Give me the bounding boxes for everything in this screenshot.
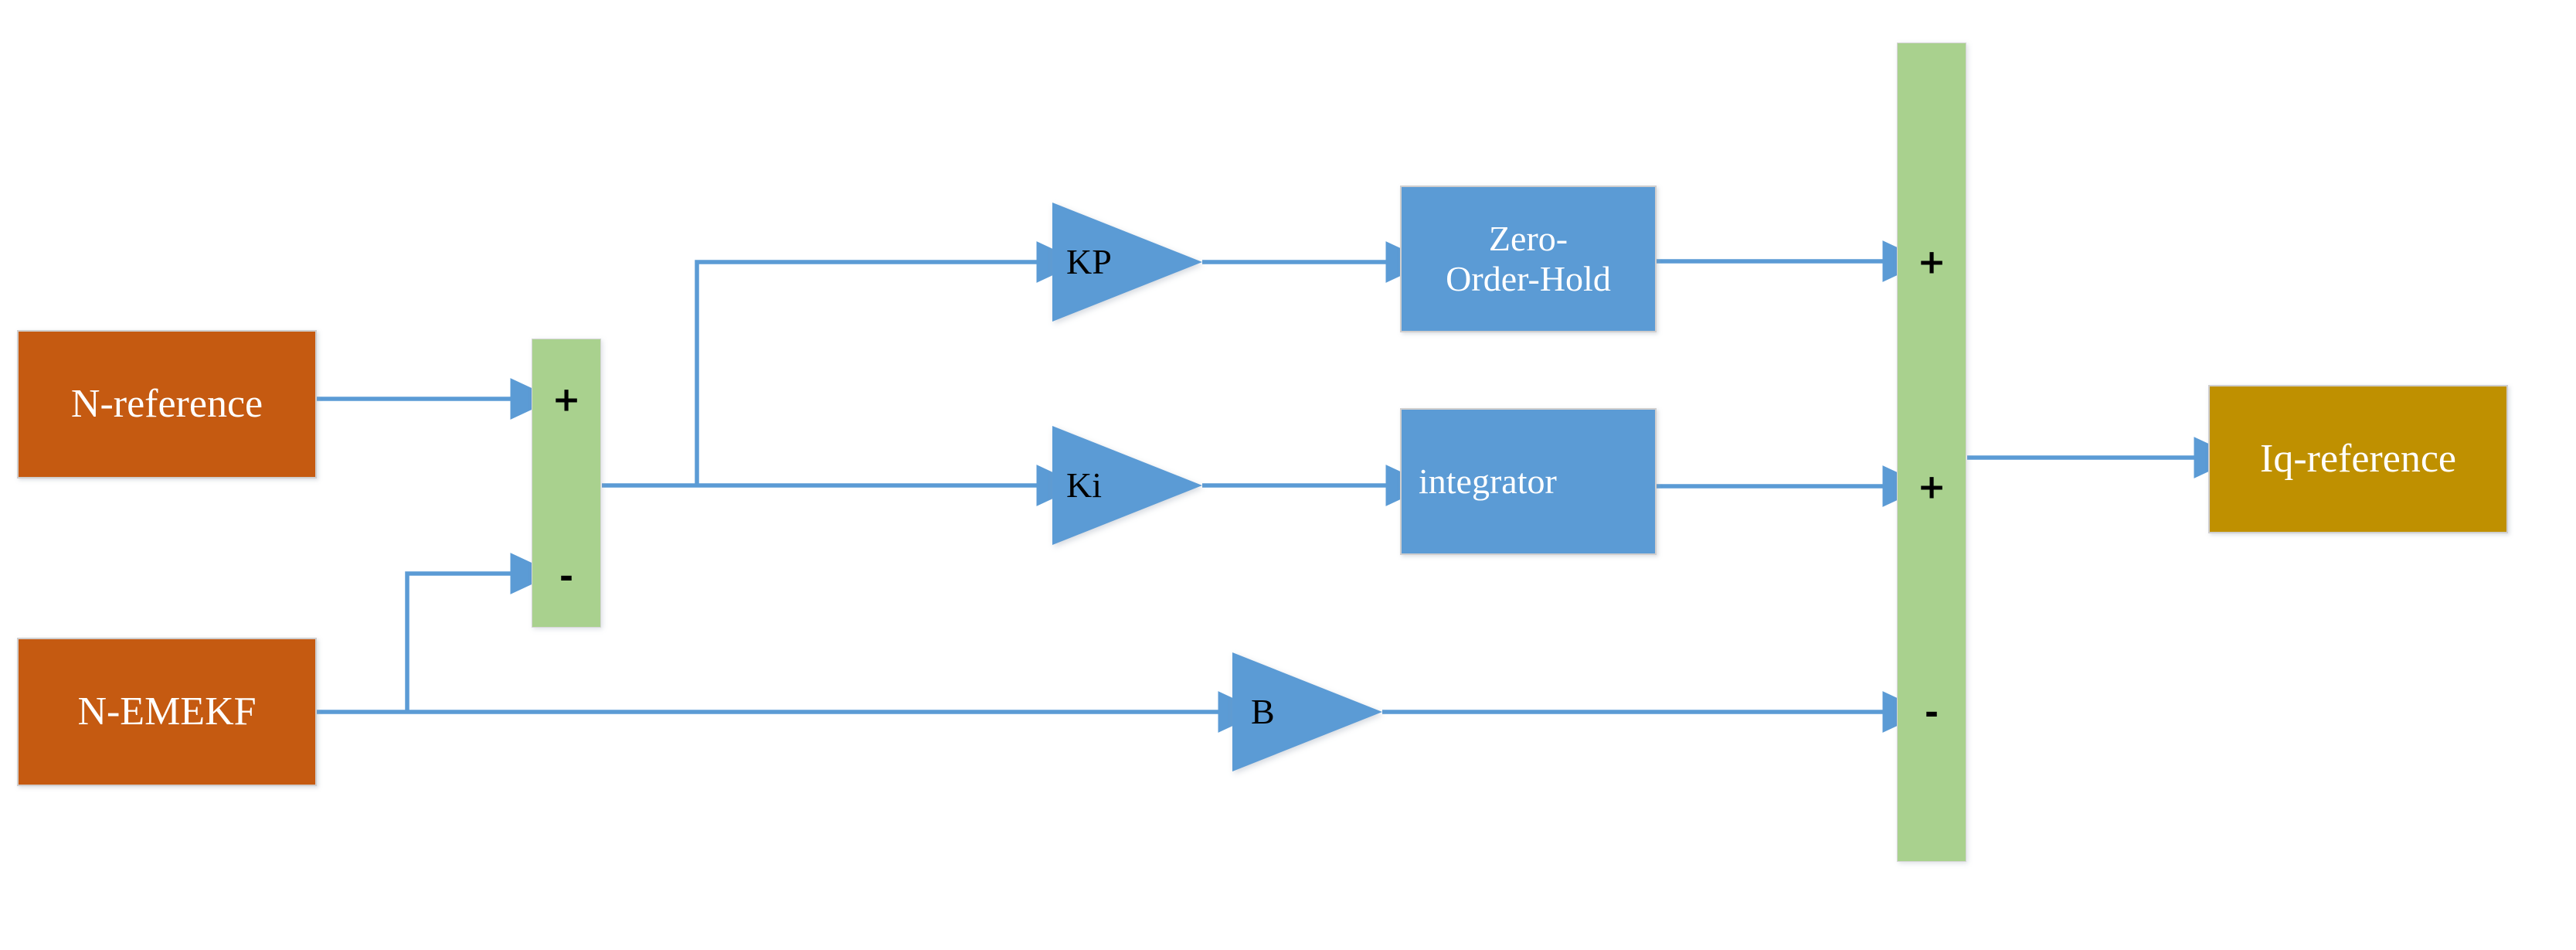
block-iq-reference-label: Iq-reference xyxy=(2260,436,2456,481)
block-iq-reference[interactable]: Iq-reference xyxy=(2208,385,2508,533)
summing-junction-output[interactable]: + + - xyxy=(1897,43,1966,862)
wire-feedback-to-sum xyxy=(405,553,556,712)
output-sum-minus-sign: - xyxy=(1924,693,1939,733)
block-integrator[interactable]: integrator xyxy=(1400,408,1657,555)
wire-error-to-kp xyxy=(695,241,1082,485)
gain-block-ki-label: Ki xyxy=(1066,465,1102,505)
output-sum-plus-top-sign: + xyxy=(1917,242,1946,282)
block-integrator-label: integrator xyxy=(1419,461,1557,502)
block-n-reference-label: N-reference xyxy=(70,381,263,426)
block-zero-order-hold[interactable]: Zero- Order-Hold xyxy=(1400,186,1657,332)
block-zero-order-hold-label-line2: Order-Hold xyxy=(1446,259,1611,298)
output-sum-plus-mid-sign: + xyxy=(1917,467,1946,507)
error-sum-plus-sign: + xyxy=(552,380,581,420)
gain-block-ki[interactable]: Ki xyxy=(1052,426,1202,545)
gain-block-kp[interactable]: KP xyxy=(1052,203,1202,322)
gain-block-b[interactable]: B xyxy=(1232,652,1382,771)
block-zero-order-hold-label-line1: Zero- xyxy=(1488,219,1568,259)
summing-junction-error[interactable]: + - xyxy=(532,339,601,628)
gain-block-kp-label: KP xyxy=(1066,242,1112,281)
block-n-reference[interactable]: N-reference xyxy=(17,330,317,478)
error-sum-minus-sign: - xyxy=(559,557,574,597)
block-n-emekf-label: N-EMEKF xyxy=(77,689,257,734)
gain-block-b-label: B xyxy=(1251,692,1275,731)
block-n-emekf[interactable]: N-EMEKF xyxy=(17,638,317,786)
